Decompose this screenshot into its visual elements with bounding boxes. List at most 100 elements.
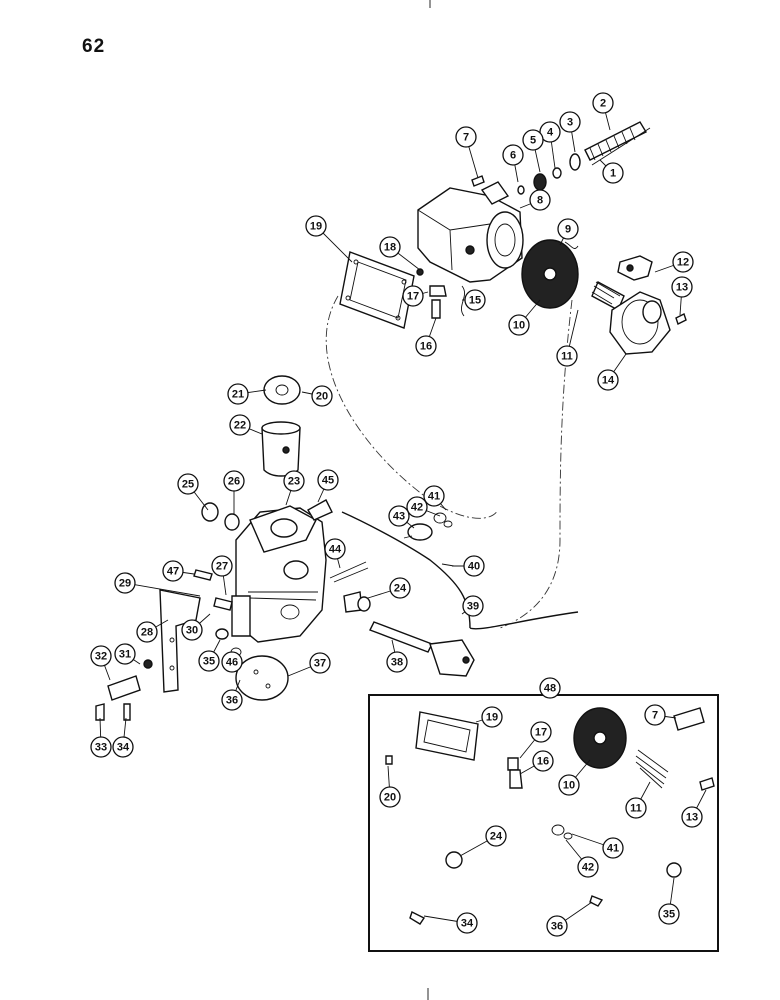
callout-circle	[557, 218, 579, 240]
callout-circle	[114, 572, 136, 594]
callout-number: 33	[95, 742, 107, 754]
callout-35: 35	[198, 639, 221, 672]
fuel-line-tube	[341, 511, 579, 630]
callout-circle	[112, 736, 134, 758]
callout-number: 2	[600, 98, 606, 110]
callout-number: 24	[394, 583, 407, 595]
callout-14: 14	[597, 353, 627, 391]
callout-circle	[546, 915, 568, 937]
callout-circle	[681, 806, 703, 828]
callout-3: 3	[559, 111, 581, 153]
callout-circle	[481, 706, 503, 728]
callout-circle	[532, 750, 554, 772]
callout-number: 34	[461, 918, 474, 930]
callout-16: 16	[415, 317, 437, 357]
callout-circle	[508, 314, 530, 336]
callout-42: 42	[406, 496, 441, 518]
callout-number: 7	[463, 132, 469, 144]
callout-circle	[602, 837, 624, 859]
callout-number: 36	[226, 695, 238, 707]
callout-circle	[114, 643, 136, 665]
callout-5: 5	[522, 129, 544, 173]
callout-circle	[198, 650, 220, 672]
callout-number: 48	[544, 683, 556, 695]
callout-circle	[221, 651, 243, 673]
fuel-line-path-1	[325, 295, 499, 519]
callout-number: 20	[316, 391, 328, 403]
callout-circle	[559, 111, 581, 133]
callout-number: 13	[676, 282, 688, 294]
callout-number: 16	[537, 756, 549, 768]
callout-43: 43	[388, 505, 415, 529]
callout-number: 32	[95, 651, 107, 663]
callout-19: 19	[305, 215, 353, 263]
callout-number: 30	[186, 625, 198, 637]
fuel-line-path-2	[499, 299, 573, 629]
callout-number: 10	[563, 780, 575, 792]
callout-number: 12	[677, 257, 689, 269]
callout-number: 19	[486, 712, 498, 724]
callout-circle	[136, 621, 158, 643]
callout-circle	[464, 289, 486, 311]
callout-number: 41	[607, 843, 619, 855]
callout-48: 48	[539, 677, 561, 699]
callout-circle	[386, 651, 408, 673]
callout-number: 4	[547, 127, 554, 139]
callout-circle	[223, 470, 245, 492]
callout-circle	[90, 645, 112, 667]
callout-20: 20	[301, 385, 333, 407]
callout-number: 42	[411, 502, 423, 514]
callout-leader	[124, 582, 201, 597]
kit-parts	[385, 707, 715, 925]
callout-number: 38	[391, 657, 403, 669]
callout-number: 13	[686, 812, 698, 824]
callout-circle	[455, 126, 477, 148]
callout-15: 15	[462, 289, 486, 311]
callout-circle	[283, 470, 305, 492]
callout-18: 18	[379, 236, 421, 271]
gasket-upper	[339, 251, 466, 329]
callout-circle	[305, 215, 327, 237]
callout-2: 2	[592, 92, 614, 131]
callout-circle	[402, 285, 424, 307]
callout-circle	[556, 345, 578, 367]
callout-27: 27	[211, 555, 233, 596]
callout-21: 21	[227, 383, 267, 405]
callout-number: 41	[428, 491, 440, 503]
regulator-cover	[609, 255, 687, 355]
callout-20: 20	[379, 765, 401, 808]
callout-number: 44	[329, 544, 342, 556]
callout-circle	[530, 721, 552, 743]
callout-24: 24	[367, 577, 411, 599]
callout-circle	[181, 619, 203, 641]
callout-number: 22	[234, 420, 246, 432]
callout-circle	[211, 555, 233, 577]
callout-12: 12	[654, 251, 694, 273]
callout-24: 24	[459, 825, 507, 857]
callout-7: 7	[644, 704, 677, 726]
callout-circle	[423, 485, 445, 507]
callout-circle	[558, 774, 580, 796]
callout-28: 28	[136, 619, 169, 643]
callout-number: 8	[537, 195, 543, 207]
callout-number: 23	[288, 476, 300, 488]
callout-number: 43	[393, 511, 405, 523]
callout-circle	[456, 912, 478, 934]
page-number: 62	[82, 36, 106, 57]
callout-number: 14	[602, 375, 615, 387]
callout-number: 42	[582, 862, 594, 874]
callout-circle	[317, 469, 339, 491]
callout-circle	[644, 704, 666, 726]
carburetor-body	[231, 505, 327, 643]
callout-number: 5	[530, 135, 536, 147]
callout-44: 44	[324, 538, 346, 569]
callout-circle	[388, 505, 410, 527]
callout-number: 35	[663, 909, 675, 921]
callout-13: 13	[681, 789, 707, 828]
callout-number: 47	[167, 566, 179, 578]
callout-22: 22	[229, 414, 263, 436]
callout-6: 6	[502, 144, 524, 183]
callout-circle	[592, 92, 614, 114]
callout-35: 35	[658, 877, 680, 925]
callout-number: 25	[182, 479, 194, 491]
